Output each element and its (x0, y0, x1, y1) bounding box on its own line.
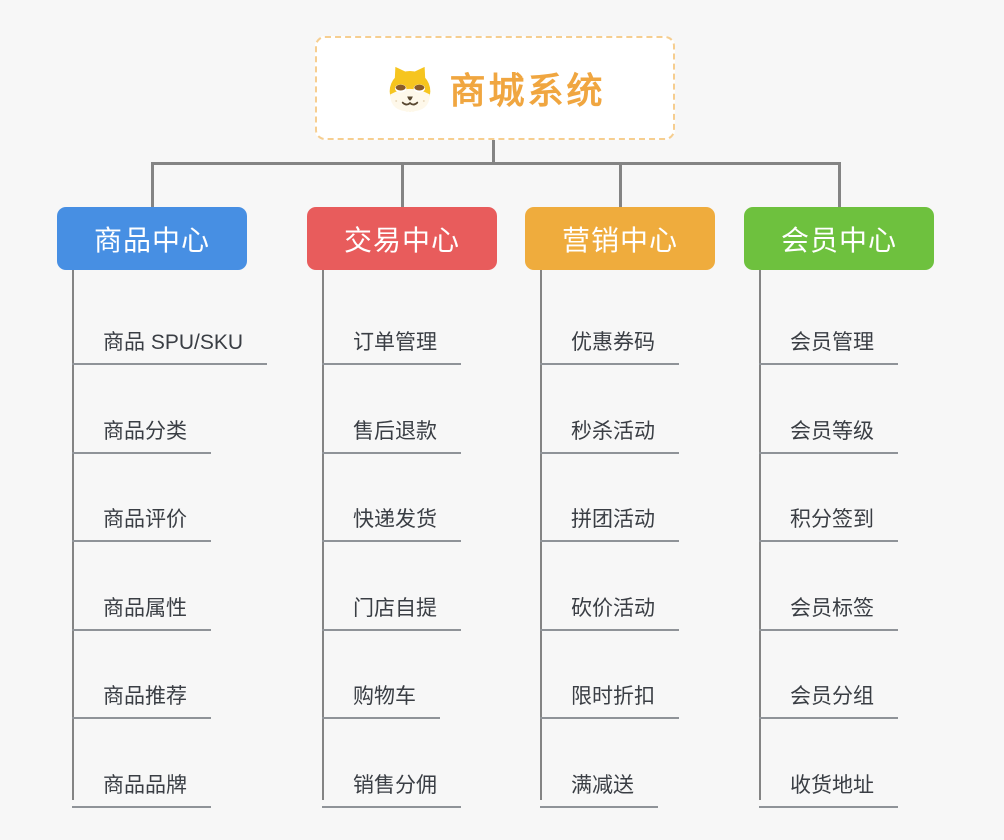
branch-trunk-line (322, 270, 324, 800)
branch-item[interactable]: 商品属性 (72, 578, 211, 631)
branch-item[interactable]: 会员标签 (759, 578, 898, 631)
branch-item-label: 售后退款 (353, 420, 437, 443)
branch-item[interactable]: 会员管理 (759, 312, 898, 365)
branch-item[interactable]: 商品 SPU/SKU (72, 312, 268, 365)
branch-item[interactable]: 售后退款 (322, 401, 461, 454)
branch-item-label: 优惠券码 (571, 331, 655, 354)
branch-trunk-line (72, 270, 74, 800)
branch-trunk-line (759, 270, 761, 800)
branch-item-label: 限时折扣 (571, 685, 655, 708)
branch-item-label: 砍价活动 (571, 597, 655, 620)
branch-item-label: 收货地址 (790, 774, 874, 797)
branch-item-label: 商品评价 (103, 508, 187, 531)
shiba-dog-icon (390, 66, 431, 112)
branch-label: 会员中心 (780, 224, 897, 256)
branch-item[interactable]: 收货地址 (759, 755, 898, 808)
branch-item[interactable]: 秒杀活动 (540, 401, 679, 454)
branch-node[interactable]: 商品中心 (57, 207, 247, 270)
branch-item-label: 满减送 (571, 774, 634, 797)
branch-item[interactable]: 会员等级 (759, 401, 898, 454)
root-node[interactable]: 商城系统 (315, 36, 675, 140)
connector-line (618, 162, 622, 207)
branch-item[interactable]: 优惠券码 (540, 312, 679, 365)
branch-item[interactable]: 积分签到 (759, 489, 898, 542)
branch-label: 商品中心 (93, 224, 210, 256)
branch-item-label: 门店自提 (353, 597, 437, 620)
branch-item[interactable]: 购物车 (322, 666, 440, 719)
branch-node[interactable]: 交易中心 (307, 207, 497, 270)
branch-item[interactable]: 销售分佣 (322, 755, 461, 808)
branch-item-label: 快递发货 (353, 508, 437, 531)
branch-label: 交易中心 (343, 224, 460, 256)
branch-item[interactable]: 门店自提 (322, 578, 461, 631)
connector-line (492, 140, 495, 163)
branch-item[interactable]: 限时折扣 (540, 666, 679, 719)
branch-item[interactable]: 订单管理 (322, 312, 461, 365)
branch-item[interactable]: 商品评价 (72, 489, 211, 542)
branch-item-label: 秒杀活动 (571, 420, 655, 443)
connector-line (150, 162, 841, 165)
branch-item-label: 销售分佣 (353, 774, 437, 797)
branch-node[interactable]: 会员中心 (744, 207, 934, 270)
connector-line (837, 162, 841, 207)
branch-item-label: 会员分组 (790, 685, 874, 708)
branch-item-label: 会员等级 (790, 420, 874, 443)
connector-line (150, 162, 154, 207)
connector-line (400, 162, 404, 207)
branch-item-label: 订单管理 (353, 331, 437, 354)
branch-item-label: 商品属性 (103, 597, 187, 620)
branch-item-label: 商品推荐 (103, 685, 187, 708)
branch-item-label: 拼团活动 (571, 508, 655, 531)
branch-item[interactable]: 会员分组 (759, 666, 898, 719)
branch-item[interactable]: 商品推荐 (72, 666, 211, 719)
branch-item[interactable]: 砍价活动 (540, 578, 679, 631)
branch-item-label: 商品 SPU/SKU (103, 331, 244, 354)
branch-label: 营销中心 (561, 224, 678, 256)
branch-item-label: 商品分类 (103, 420, 187, 443)
branch-trunk-line (540, 270, 542, 800)
branch-item-label: 积分签到 (790, 508, 874, 531)
branch-item[interactable]: 满减送 (540, 755, 658, 808)
branch-item-label: 商品品牌 (103, 774, 187, 797)
root-title: 商城系统 (449, 70, 606, 111)
branch-item[interactable]: 快递发货 (322, 489, 461, 542)
branch-node[interactable]: 营销中心 (525, 207, 715, 270)
branch-item-label: 购物车 (353, 685, 416, 708)
branch-item[interactable]: 商品品牌 (72, 755, 211, 808)
branch-item-label: 会员管理 (790, 331, 874, 354)
branch-item[interactable]: 拼团活动 (540, 489, 679, 542)
branch-item[interactable]: 商品分类 (72, 401, 211, 454)
branch-item-label: 会员标签 (790, 597, 874, 620)
